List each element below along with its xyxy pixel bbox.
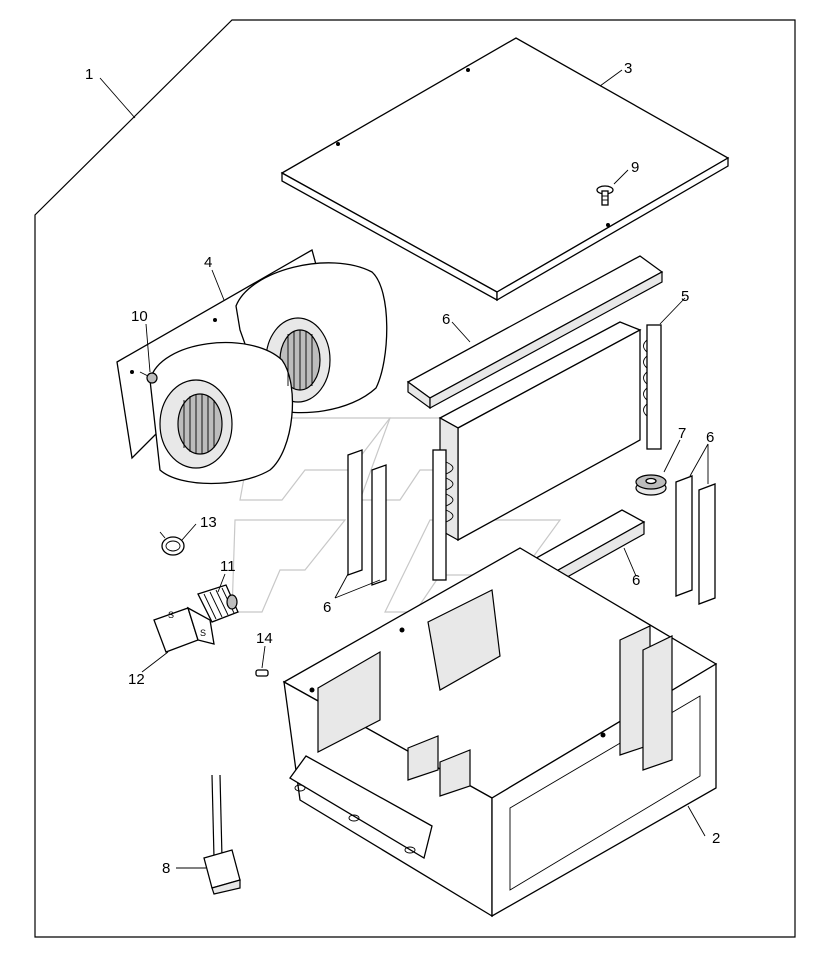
blower-screw-icon xyxy=(139,371,158,384)
wire-harness-plug xyxy=(203,774,241,895)
foam-strip-upper xyxy=(406,255,664,410)
clip-icon xyxy=(159,531,185,556)
callout-6-lower: 6 xyxy=(632,572,640,589)
callout-11: 11 xyxy=(220,558,236,575)
callout-1: 1 xyxy=(85,66,93,83)
svg-text:S: S xyxy=(168,610,174,620)
callout-6-right: 6 xyxy=(706,429,714,446)
callout-12: 12 xyxy=(128,671,145,688)
callout-10: 10 xyxy=(131,308,148,325)
blower-assembly xyxy=(116,249,388,485)
top-cover-panel xyxy=(280,37,730,302)
callout-3: 3 xyxy=(624,60,632,77)
screw-icon xyxy=(596,185,614,206)
callout-14: 14 xyxy=(256,630,273,647)
foam-strips-left xyxy=(347,449,387,586)
housing-box xyxy=(282,547,718,918)
grommet xyxy=(635,474,667,496)
svg-text:S: S xyxy=(200,628,206,638)
callout-7: 7 xyxy=(678,425,686,442)
callout-13: 13 xyxy=(200,514,217,531)
callout-labels: 1 2 3 4 5 6 6 6 6 7 8 9 10 11 12 13 14 xyxy=(85,60,720,877)
callout-6-upper: 6 xyxy=(442,311,450,328)
callout-2: 2 xyxy=(712,830,720,847)
callout-9: 9 xyxy=(631,159,639,176)
callout-5: 5 xyxy=(681,288,689,305)
callout-4: 4 xyxy=(204,254,212,271)
bracket: S S xyxy=(153,606,215,653)
callout-6-left: 6 xyxy=(323,599,331,616)
pin-icon xyxy=(255,669,269,677)
connector xyxy=(197,584,239,623)
heater-coil xyxy=(432,321,662,581)
foam-strips-right xyxy=(675,475,716,605)
leader-lines xyxy=(99,69,709,869)
assembly-border xyxy=(34,19,796,938)
callout-8: 8 xyxy=(162,860,170,877)
